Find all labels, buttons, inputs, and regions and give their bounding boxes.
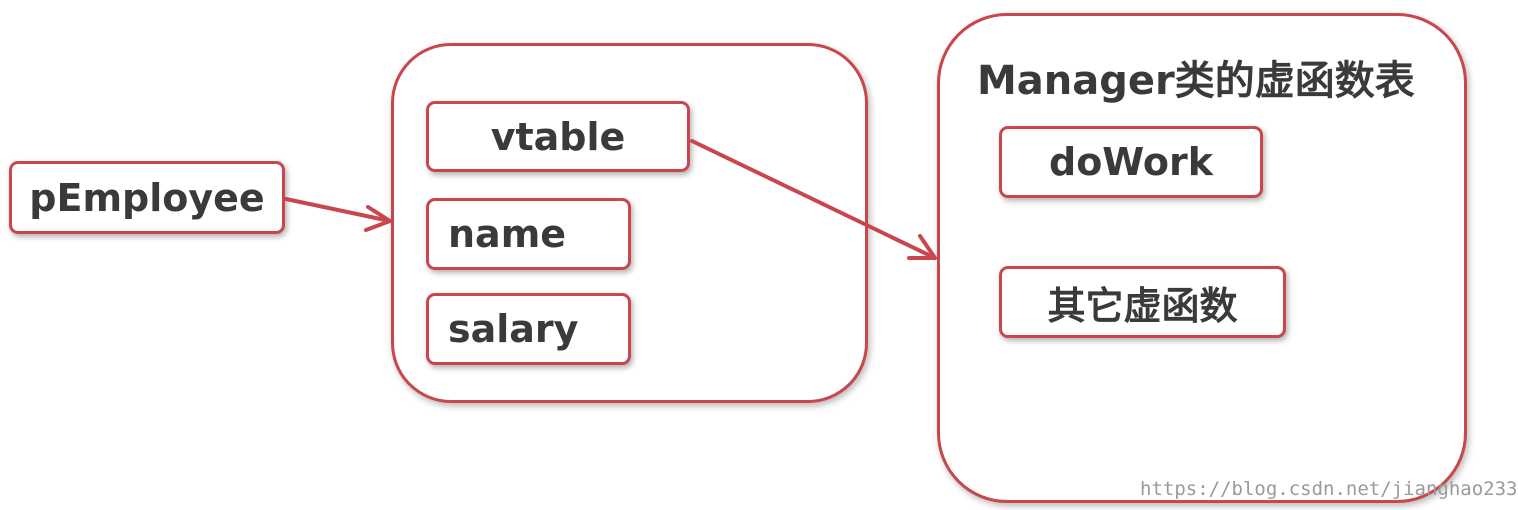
arrowhead-pointer-to-object	[364, 205, 392, 232]
arrow-pointer-to-object	[284, 197, 392, 223]
field-vtable-box: vtable	[426, 101, 690, 172]
field-vtable-label: vtable	[490, 114, 626, 159]
field-name-box: name	[426, 198, 631, 270]
vtable-entry-other: 其它虚函数	[999, 266, 1286, 338]
arrowhead-vtable-to-table	[907, 234, 937, 260]
watermark-url: https://blog.csdn.net/jianghao233	[1140, 478, 1518, 500]
vtable-entry-dowork-label: doWork	[1049, 140, 1213, 184]
field-salary-label: salary	[448, 307, 579, 351]
pointer-box-pemployee: pEmployee	[9, 161, 285, 234]
diagram-canvas: pEmployee vtable name salary Manager类的虚函…	[9, 13, 1518, 503]
vtable-title: Manager类的虚函数表	[977, 58, 1415, 104]
field-salary-box: salary	[426, 293, 631, 365]
vtable-container	[937, 13, 1467, 503]
field-name-label: name	[448, 212, 567, 256]
vtable-entry-dowork: doWork	[999, 126, 1263, 198]
pointer-label: pEmployee	[29, 175, 265, 220]
vtable-entry-other-label: 其它虚函数	[1047, 283, 1238, 328]
